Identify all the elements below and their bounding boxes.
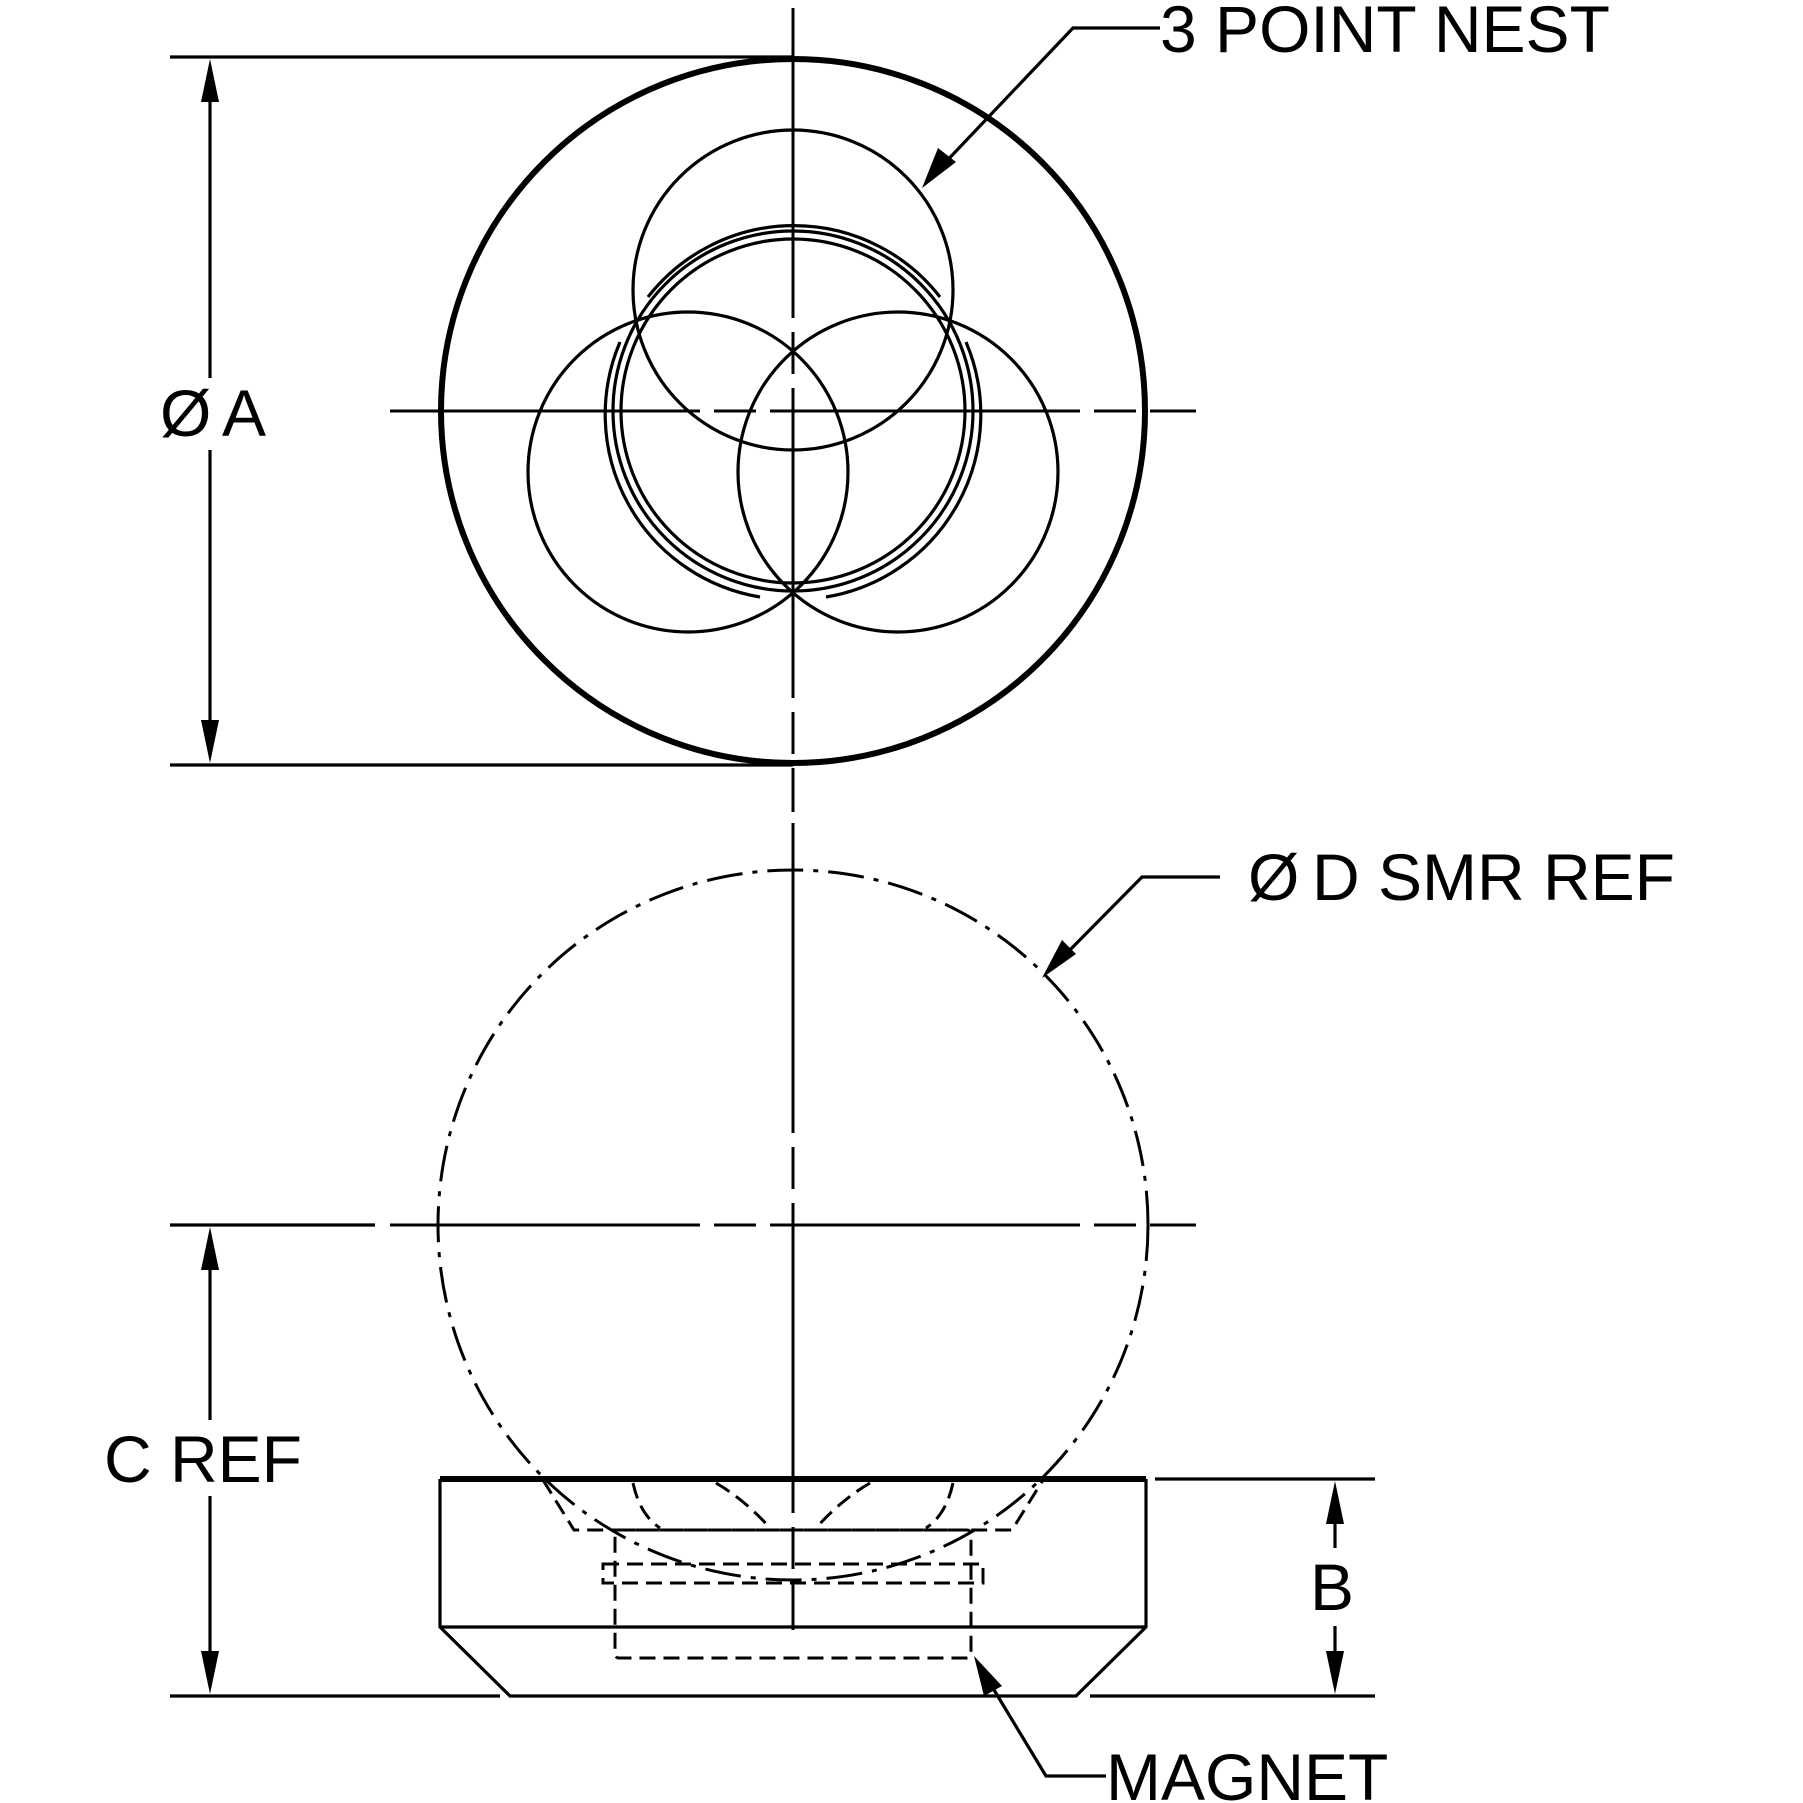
smr-leader-line [1058, 875, 1220, 962]
base-outline [438, 1479, 1148, 1698]
dim-a-label: A [222, 376, 266, 450]
nest-lobe-right [736, 310, 1060, 634]
dim-c-arrow-bottom [201, 1651, 219, 1694]
nest-inner-arc-left [603, 341, 761, 599]
nest-inner-arc-right [825, 341, 983, 599]
dim-b-arrow-top [1326, 1481, 1344, 1524]
nest-leader-line [938, 26, 1160, 170]
dim-a-diameter-symbol: Ø [160, 376, 211, 450]
dim-c-arrow-top [201, 1227, 219, 1270]
top-view [390, 8, 1196, 812]
dim-a-arrow-bottom [201, 720, 219, 763]
dim-b-arrow-bottom [1326, 1651, 1344, 1694]
magnet-leader-line [986, 1679, 1106, 1778]
side-view [390, 823, 1220, 1778]
dim-c-label: C REF [104, 1422, 302, 1496]
hidden-nest-lobes [631, 1481, 955, 1530]
smr-diameter-symbol: Ø [1248, 840, 1299, 914]
dimension-a: Ø A [160, 55, 793, 767]
hidden-magnet-body [613, 1528, 973, 1660]
magnet-leader-arrow [974, 1656, 1002, 1696]
nest-leader-arrowhead [922, 148, 956, 188]
dim-a-arrow-top [201, 59, 219, 102]
dimension-b: B [1090, 1477, 1375, 1698]
dim-b-label: B [1310, 1550, 1354, 1624]
smr-label: D SMR REF [1312, 840, 1675, 914]
smr-leader-arrow [1042, 940, 1076, 978]
nest-lobe-left [526, 310, 850, 634]
magnet-label: MAGNET [1106, 1740, 1388, 1803]
dimension-c: C REF [104, 1223, 500, 1698]
nest-label: 3 POINT NEST [1160, 0, 1610, 66]
hidden-magnet-flange [601, 1562, 985, 1585]
